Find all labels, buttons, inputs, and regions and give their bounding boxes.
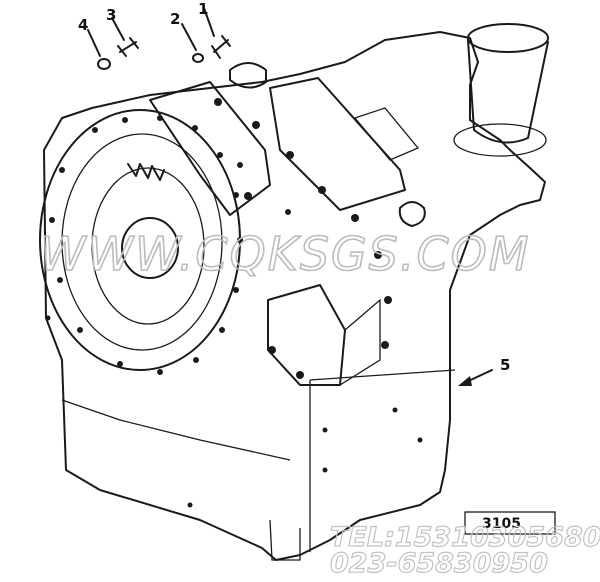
pto-cover-right xyxy=(339,298,381,386)
pto-cover-lower xyxy=(267,284,346,386)
part-1-capscrew xyxy=(203,7,231,59)
callout-3: 3 xyxy=(106,6,116,24)
filter-collar xyxy=(453,123,547,157)
watermark-phone-2: 023-65830950 xyxy=(330,548,548,578)
flywheel-hub xyxy=(121,217,179,279)
oil-pan xyxy=(269,519,301,561)
top-cover-plate xyxy=(149,81,271,216)
callout-2: 2 xyxy=(170,10,180,28)
part-5-leader xyxy=(458,369,493,386)
lower-case xyxy=(61,369,456,552)
filter-canister xyxy=(467,39,549,144)
part-3-capscrew xyxy=(111,17,139,57)
callout-5: 5 xyxy=(500,356,510,374)
spline-teeth xyxy=(127,163,165,181)
part-2-lockwasher xyxy=(181,23,204,63)
callout-1: 1 xyxy=(198,0,208,18)
side-mounting-ring xyxy=(398,201,426,227)
nameplate xyxy=(353,107,420,161)
flywheel-ring-inner xyxy=(91,167,205,325)
flywheel-ring-outer xyxy=(61,133,223,351)
callout-4: 4 xyxy=(78,16,88,34)
figure-number-box xyxy=(464,511,556,535)
watermark-phone: TEL:15310305680 xyxy=(330,522,600,553)
housing-outline xyxy=(43,31,546,561)
case-bolts xyxy=(45,98,423,508)
figure-number: 3105 xyxy=(482,516,521,532)
part-4-washer xyxy=(87,29,111,70)
center-cover xyxy=(269,77,406,211)
filter-canister-top xyxy=(467,23,549,53)
filler-cap xyxy=(229,62,267,89)
watermark-site: WWW.CQKSGS.COM xyxy=(40,227,531,281)
